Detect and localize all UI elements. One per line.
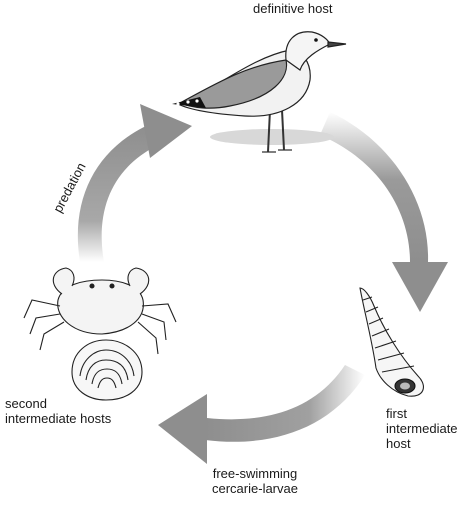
gull-illustration [172,31,347,153]
arrow-predation [77,104,192,262]
label-definitive-host: definitive host [253,1,333,16]
clam-illustration [71,339,143,401]
label-line: free-swimming [212,466,298,481]
label-line: intermediate [386,421,458,436]
label-second-intermediate-hosts: second intermediate hosts [5,396,111,426]
label-line: intermediate hosts [5,411,112,426]
arrow-to-second-hosts [158,365,365,464]
label-free-swimming-larvae: free-swimming cercarie-larvae [212,466,298,496]
label-line: second [5,396,47,411]
crab-illustration [23,267,177,355]
label-line: first [386,406,407,421]
turret-snail-illustration [359,287,424,397]
label-line: host [386,436,411,451]
label-first-intermediate-host: first intermediate host [386,406,458,451]
arrow-to-first-host [320,112,448,312]
label-line: cercarie-larvae [212,481,298,496]
